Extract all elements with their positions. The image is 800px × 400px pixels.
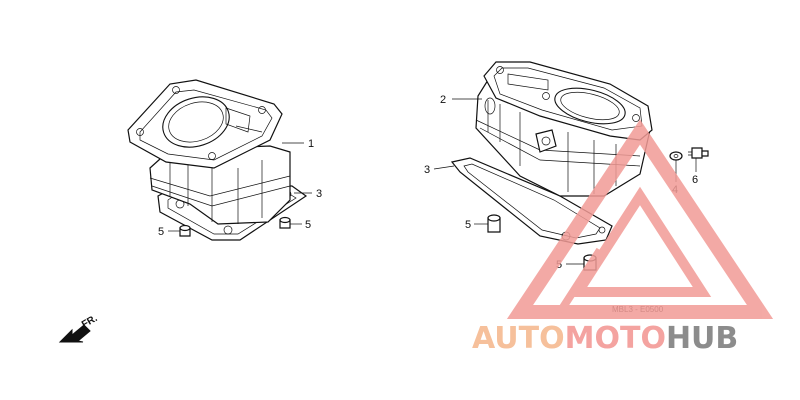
sealing-washer xyxy=(669,151,683,161)
watermark-text: AUTOMOTOHUB xyxy=(472,321,738,356)
callout-1: 1 xyxy=(308,138,314,150)
callout-5-left-1: 5 xyxy=(158,226,164,238)
automotohub-logo-icon xyxy=(506,119,774,319)
dowel-pin-left-1 xyxy=(179,224,191,237)
callout-3-right: 3 xyxy=(424,164,430,176)
callout-3-left: 3 xyxy=(316,188,322,200)
front-direction-arrow-icon xyxy=(58,324,91,343)
watermark-hub: HUB xyxy=(666,321,738,356)
watermark-moto: MOTO xyxy=(565,321,666,356)
flange-bolt xyxy=(688,147,709,159)
callout-2: 2 xyxy=(440,94,446,106)
dowel-pin-right-1 xyxy=(487,214,501,233)
watermark-auto: AUTO xyxy=(472,321,565,356)
dowel-pin-left-2 xyxy=(279,216,291,229)
front-cylinder xyxy=(127,79,308,241)
callout-5-right-1: 5 xyxy=(465,219,471,231)
callout-6: 6 xyxy=(692,174,698,186)
front-label: FR. xyxy=(80,313,100,331)
callout-5-left-2: 5 xyxy=(305,219,311,231)
